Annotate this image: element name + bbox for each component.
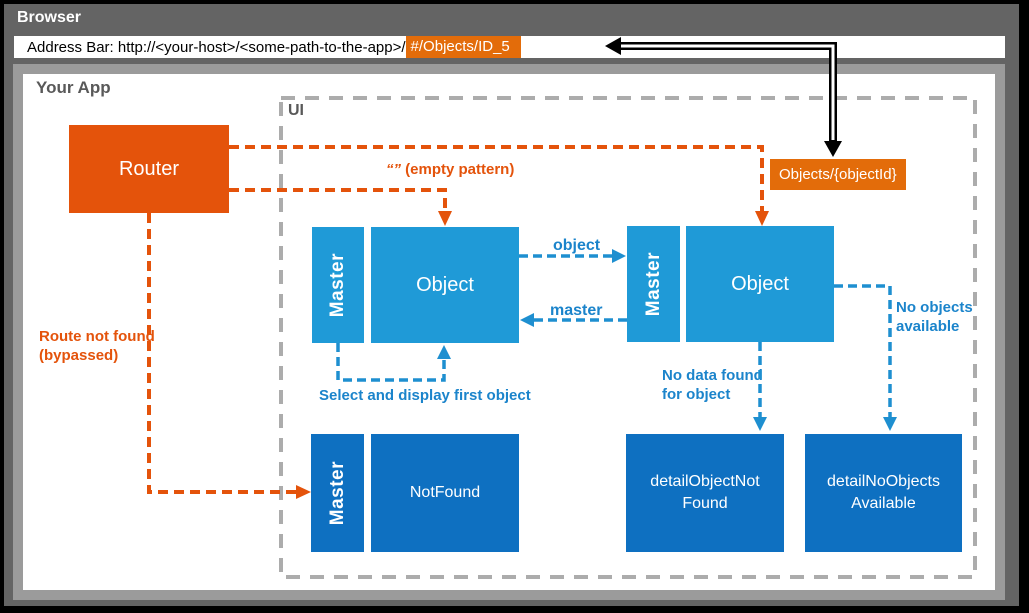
detail-object-not-found-line2: Found	[682, 495, 728, 512]
address-url-text: Address Bar: http://<your-host>/<some-pa…	[27, 38, 406, 56]
route-not-found-label: Route not found (bypassed)	[39, 327, 155, 365]
no-data-found-label: No data found for object	[662, 366, 763, 404]
detail-object-not-found-line1: detailObjectNot	[650, 473, 760, 490]
no-objects-line2: available	[896, 318, 960, 335]
no-objects-line1: No objects	[896, 299, 973, 316]
master-view-label: Master	[327, 252, 348, 318]
notfound-view-box: NotFound	[371, 434, 519, 552]
no-data-found-line2: for object	[662, 386, 731, 403]
detail-no-objects-available-box: detailNoObjects Available	[805, 434, 962, 552]
detail-no-objects-line1: detailNoObjects	[827, 473, 940, 490]
master-view-label: Master	[326, 460, 348, 526]
master-arrow-label: master	[550, 302, 603, 319]
ui-panel-title: UI	[288, 102, 304, 119]
router-box: Router	[69, 125, 229, 213]
select-first-object-label: Select and display first object	[319, 387, 531, 404]
route-not-found-line2: (bypassed)	[39, 347, 119, 364]
empty-pattern-label: “” (empty pattern)	[386, 160, 514, 179]
route-pattern-badge: Objects/{objectId}	[770, 159, 906, 190]
detail-object-not-found-box: detailObjectNot Found	[626, 434, 784, 552]
your-app-title: Your App	[36, 78, 111, 97]
master-view-box-2: Master	[627, 226, 680, 342]
no-data-found-line1: No data found	[662, 367, 763, 384]
address-route-highlight: #/Objects/ID_5	[405, 36, 521, 58]
object-view-box-2: Object	[686, 226, 834, 342]
object-view-box-1: Object	[371, 227, 519, 343]
browser-title: Browser	[17, 9, 82, 26]
detail-no-objects-line2: Available	[851, 495, 916, 512]
no-objects-available-label: No objects available	[896, 298, 973, 336]
master-view-box-1: Master	[312, 227, 364, 343]
master-view-label: Master	[642, 251, 664, 317]
object-arrow-label: object	[553, 237, 601, 254]
route-not-found-line1: Route not found	[39, 328, 155, 345]
empty-pattern-quotes: “”	[386, 161, 401, 178]
address-bar: Address Bar: http://<your-host>/<some-pa…	[14, 36, 1005, 58]
empty-pattern-text: (empty pattern)	[401, 161, 515, 178]
master-view-box-notfound: Master	[311, 434, 364, 552]
